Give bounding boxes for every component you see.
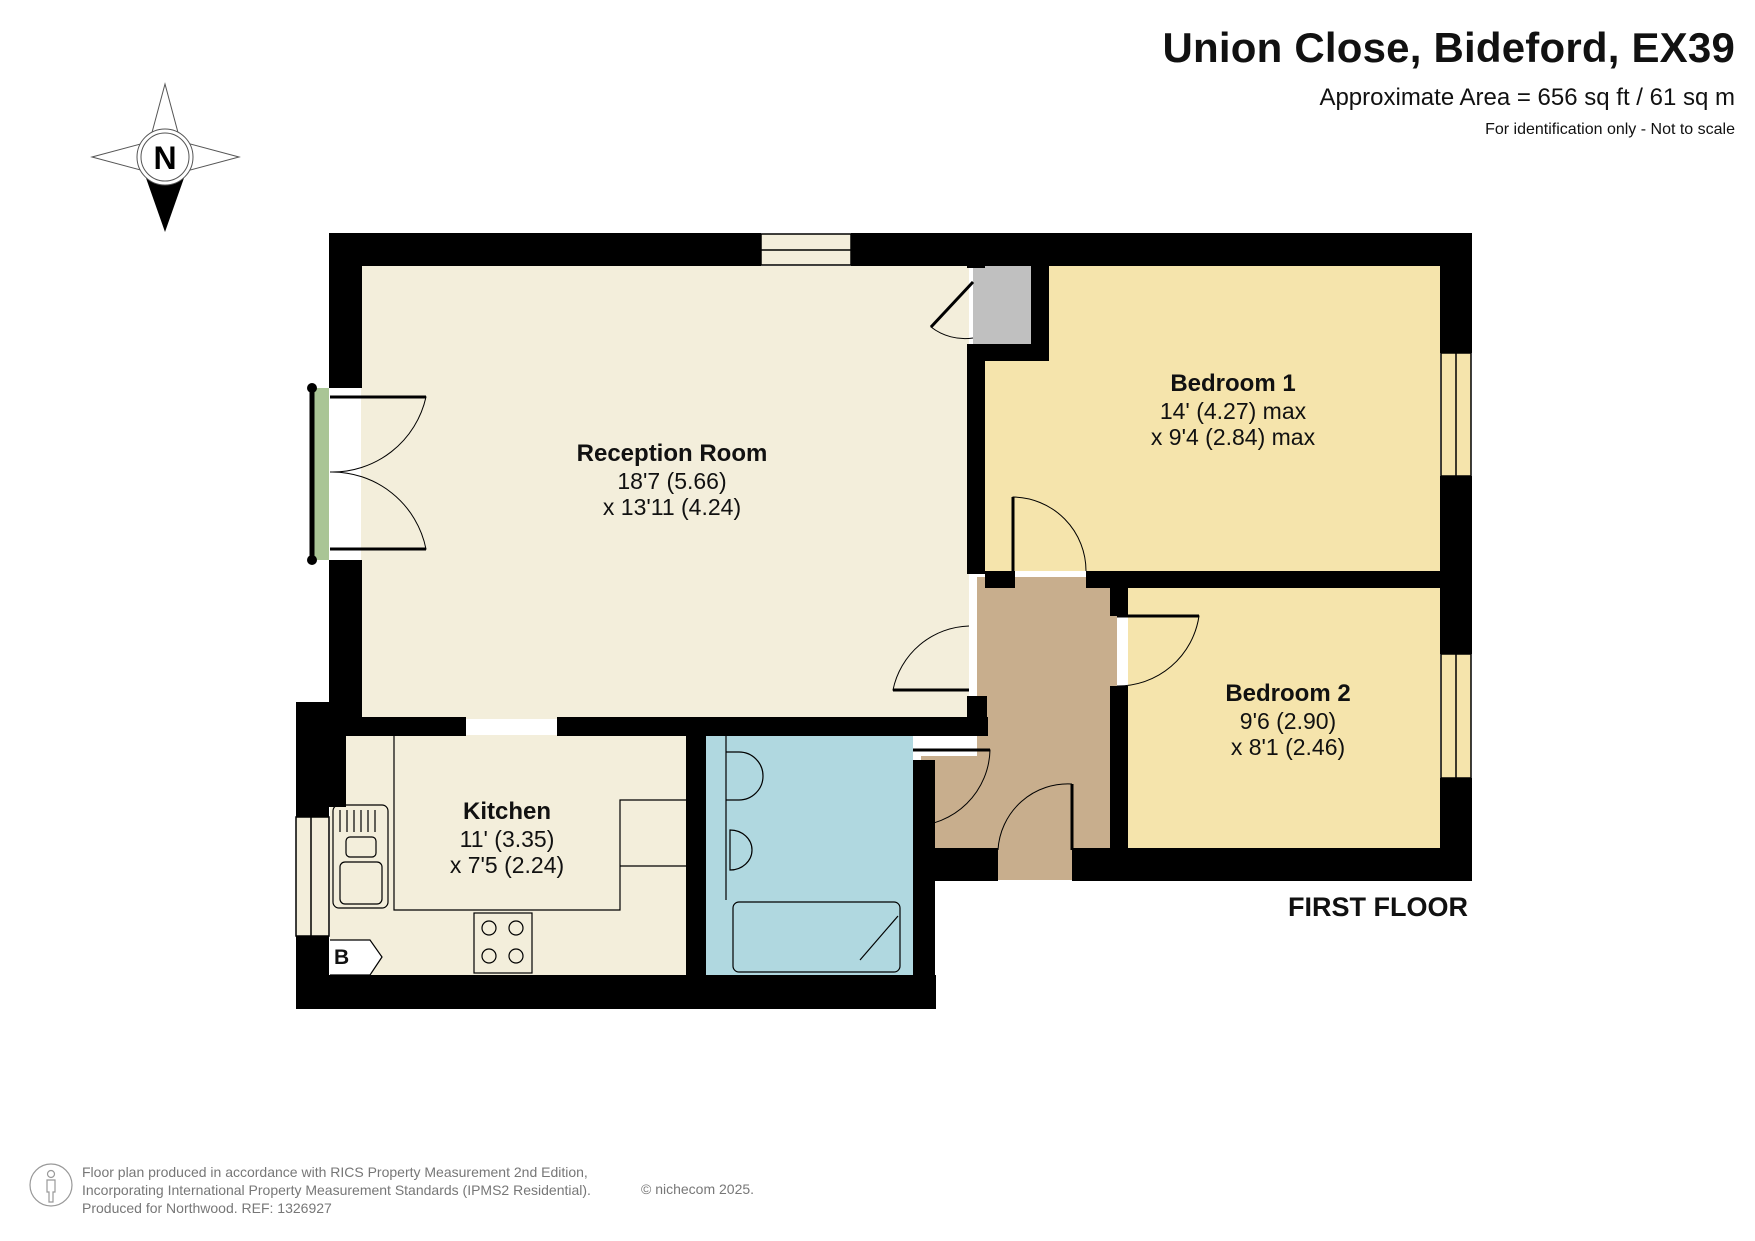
room-label-bedroom-1: Bedroom 1 14' (4.27) max x 9'4 (2.84) ma…: [1150, 370, 1316, 451]
room-label-bedroom-2: Bedroom 2 9'6 (2.90) x 8'1 (2.46): [1225, 680, 1351, 761]
toilet: [729, 829, 753, 871]
room-label-kitchen: Kitchen 11' (3.35) x 7'5 (2.24): [449, 798, 565, 879]
approximate-area: Approximate Area = 656 sq ft / 61 sq m: [1319, 84, 1735, 111]
kitchen-floor: [330, 735, 686, 975]
bath: [732, 901, 901, 973]
footer-notes: Floor plan produced in accordance with R…: [82, 1164, 591, 1216]
person-scale-icon: [29, 1163, 73, 1207]
svg-text:N: N: [153, 140, 176, 176]
bedroom-1-floor: [985, 266, 1440, 571]
kitchen-sink: [332, 804, 389, 909]
disclaimer: For identification only - Not to scale: [1485, 121, 1735, 138]
hob: [473, 912, 533, 974]
window-kitchen: [295, 816, 330, 937]
room-label-reception: Reception Room 18'7 (5.66) x 13'11 (4.24…: [576, 440, 768, 521]
bathroom-basin: [726, 751, 764, 801]
north-arrow-compass-icon: N: [90, 82, 241, 232]
boiler-label: B: [334, 946, 350, 969]
reception-room-floor: [361, 266, 969, 719]
cupboard-floor: [973, 266, 1031, 344]
hall-floor: [921, 577, 1117, 880]
bathroom-floor: [705, 735, 913, 975]
bedroom-2-floor: [1128, 588, 1440, 848]
french-door-glass: [313, 388, 329, 560]
floor-label: FIRST FLOOR: [1288, 892, 1468, 922]
copyright: © nichecom 2025.: [641, 1181, 755, 1197]
property-title: Union Close, Bideford, EX39: [1162, 24, 1735, 71]
